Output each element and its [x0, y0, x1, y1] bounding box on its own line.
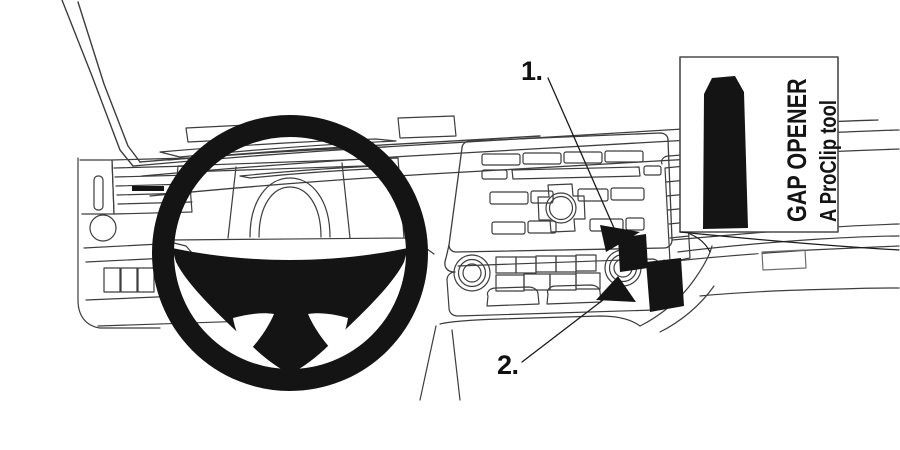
arrowhead-2 [596, 276, 636, 302]
radio-head-unit [481, 150, 662, 235]
callout-label-1: 1. [521, 56, 543, 86]
inset-title: GAP OPENER [782, 78, 812, 222]
console-lower-tray [419, 284, 641, 401]
callout-arrowheads [596, 225, 640, 302]
callout-label-2: 2. [497, 350, 519, 380]
inset-subtitle: A ProClip tool [815, 100, 841, 222]
gap-opener-tool-shape [703, 76, 748, 229]
right-lower-dash-curve [639, 245, 715, 333]
gap-opener-product-inset [679, 56, 839, 233]
callout-leader-lines [521, 77, 617, 363]
proclip-mount-bracket [618, 234, 684, 312]
leader-line-2 [521, 289, 617, 363]
arrowhead-1 [600, 225, 640, 252]
inset-connector-lines [679, 231, 900, 253]
leader-line-1 [547, 77, 615, 229]
steering-wheel [152, 115, 428, 391]
